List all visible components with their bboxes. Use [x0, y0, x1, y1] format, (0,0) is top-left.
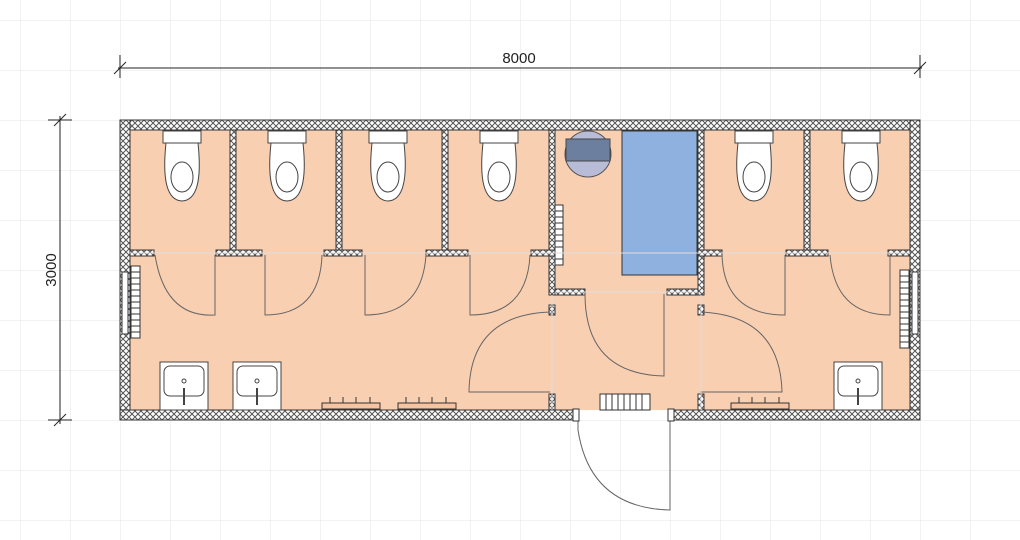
toilet-icon: [267, 130, 307, 202]
toilets-group: [162, 130, 881, 202]
radiator-icon: [599, 393, 651, 411]
windows-group: [121, 271, 919, 335]
entrance-door: [572, 408, 675, 422]
outer-walls: [119, 119, 921, 421]
radiator-icon: [554, 204, 564, 266]
hook-racks: [321, 397, 790, 410]
width-label: 8000: [502, 50, 535, 67]
radiators-group: [130, 204, 910, 411]
shower-tray: [621, 130, 698, 276]
washbasin-icon: [159, 361, 209, 411]
dimension-height: [48, 113, 72, 427]
toilet-icon: [162, 130, 202, 202]
toilet-icon: [841, 130, 881, 202]
toilet-icon: [368, 130, 408, 202]
radiator-icon: [899, 269, 910, 349]
dimension-width: [113, 55, 927, 78]
window-right: [911, 271, 919, 335]
radiator-icon: [130, 265, 141, 339]
window-left: [121, 271, 129, 335]
water-heater-icon: [564, 130, 612, 178]
washbasin-icon: [232, 361, 282, 411]
washbasins-group: [159, 361, 883, 411]
height-label: 3000: [43, 253, 60, 286]
door-swings: [154, 254, 891, 511]
guide-lines: [130, 252, 910, 410]
washbasin-icon: [833, 361, 883, 411]
toilet-icon: [734, 130, 774, 202]
toilet-icon: [479, 130, 519, 202]
